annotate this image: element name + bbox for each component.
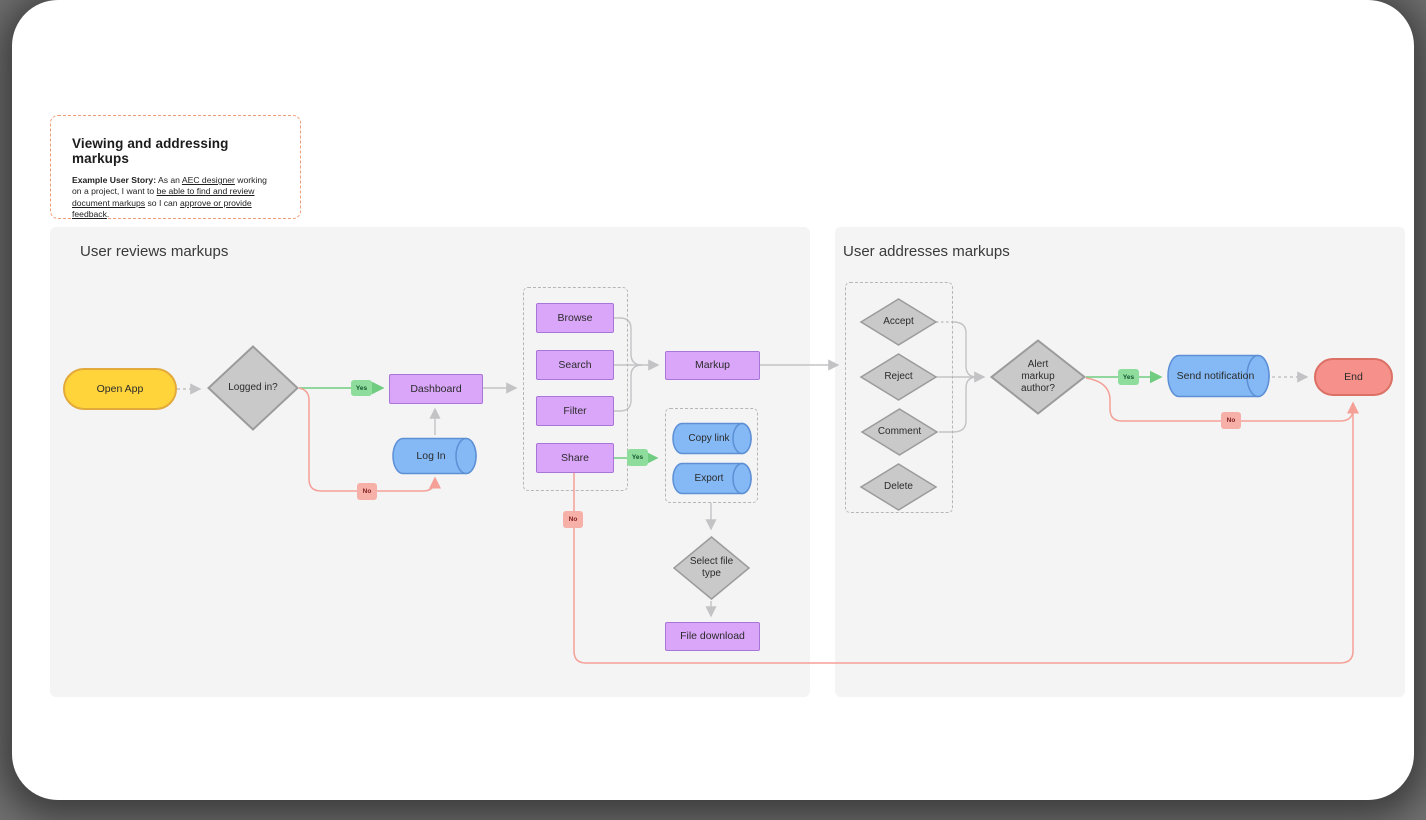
node-file-download[interactable]: File download xyxy=(665,622,760,651)
cylinder-shape xyxy=(672,422,752,455)
node-markup[interactable]: Markup xyxy=(665,351,760,380)
diamond-shape xyxy=(859,463,938,511)
node-browse[interactable]: Browse xyxy=(536,303,614,333)
group-copylink-export[interactable] xyxy=(665,408,758,503)
node-reject[interactable]: Reject xyxy=(859,353,938,401)
diamond-shape xyxy=(207,345,299,431)
diamond-shape xyxy=(859,298,938,346)
node-logged-in[interactable]: Logged in? xyxy=(207,345,299,431)
edge-alert-end-no[interactable] xyxy=(1085,377,1354,422)
diamond-shape xyxy=(859,353,938,401)
badge-yes-loggedin[interactable]: Yes xyxy=(351,380,372,396)
node-dashboard[interactable]: Dashboard xyxy=(389,374,483,404)
node-accept[interactable]: Accept xyxy=(859,298,938,346)
node-share[interactable]: Share xyxy=(536,443,614,473)
node-log-in[interactable]: Log In xyxy=(392,437,477,475)
diamond-shape xyxy=(860,408,939,456)
diamond-shape xyxy=(989,339,1087,415)
group-accept-reject-comment-delete[interactable] xyxy=(845,282,953,513)
note-body: Example User Story: As an AEC designer w… xyxy=(72,175,267,220)
node-alert-markup-author[interactable]: Alert markup author? xyxy=(989,339,1087,415)
diamond-shape xyxy=(672,536,751,600)
user-story-note[interactable]: Viewing and addressing markups Example U… xyxy=(50,115,301,219)
edge-filter-markup[interactable] xyxy=(613,364,643,412)
edge-accept-merge[interactable] xyxy=(952,321,978,378)
node-copy-link[interactable]: Copy link xyxy=(672,422,753,455)
node-open-app[interactable]: Open App xyxy=(63,368,177,410)
badge-no-loggedin[interactable]: No xyxy=(357,483,377,500)
badge-no-share[interactable]: No xyxy=(563,511,583,528)
edge-loggedin-login-no[interactable] xyxy=(298,387,441,492)
badge-yes-share[interactable]: Yes xyxy=(627,449,648,466)
group-browse-search-filter-share[interactable] xyxy=(523,287,628,491)
node-export[interactable]: Export xyxy=(672,462,753,495)
section-user-addresses-markups[interactable] xyxy=(835,227,1405,697)
edge-browse-markup[interactable] xyxy=(613,317,643,366)
node-select-file-type[interactable]: Select file type xyxy=(672,536,751,600)
node-send-notification[interactable]: Send notification xyxy=(1167,354,1271,398)
node-filter[interactable]: Filter xyxy=(536,396,614,426)
section-title-left: User reviews markups xyxy=(80,243,229,260)
edge-comment-merge[interactable] xyxy=(939,376,978,433)
node-search[interactable]: Search xyxy=(536,350,614,380)
section-title-right: User addresses markups xyxy=(843,243,1010,260)
node-comment[interactable]: Comment xyxy=(860,408,939,456)
cylinder-shape xyxy=(392,437,477,475)
cylinder-shape xyxy=(1167,354,1270,398)
note-title: Viewing and addressing markups xyxy=(72,136,229,166)
node-end[interactable]: End xyxy=(1314,358,1393,396)
node-delete[interactable]: Delete xyxy=(859,463,938,511)
cylinder-shape xyxy=(672,462,752,495)
edge-share-end-no[interactable] xyxy=(573,401,1359,664)
badge-no-alert[interactable]: No xyxy=(1221,412,1241,429)
badge-yes-alert[interactable]: Yes xyxy=(1118,369,1139,385)
